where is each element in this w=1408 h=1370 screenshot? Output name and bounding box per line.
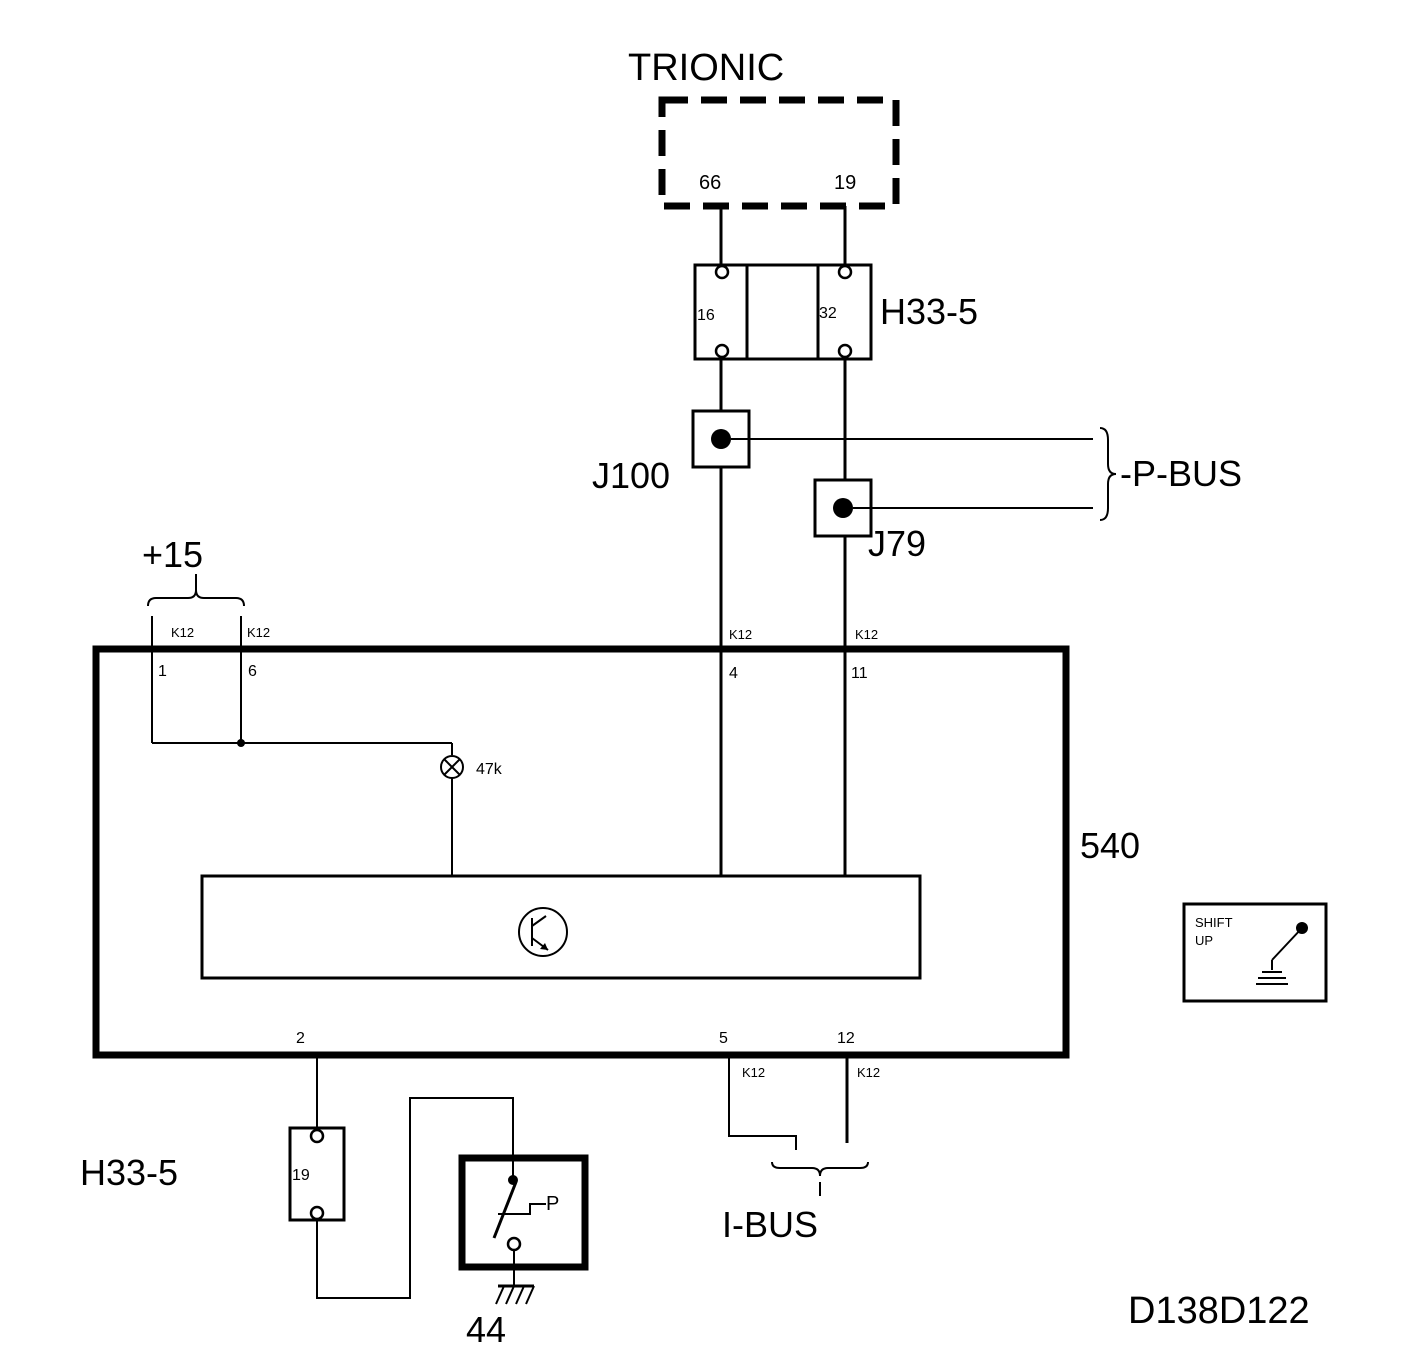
connector-h33-5-top: 16 32 H33-5 bbox=[693, 206, 978, 361]
connector-h33-5-bottom-body bbox=[288, 1126, 346, 1222]
splice-j79-label: J79 bbox=[868, 523, 926, 564]
transistor-icon bbox=[518, 907, 568, 957]
switch-p-label: P bbox=[546, 1193, 559, 1215]
connector-h33-5-bottom-label: H33-5 bbox=[80, 1152, 178, 1193]
supply-brace-shape bbox=[147, 589, 245, 607]
module-540: 540 K12 K12 K12 K12 1 6 4 11 47k 2 bbox=[92, 616, 1140, 1059]
electronics-block bbox=[200, 874, 922, 980]
ground-label: 44 bbox=[466, 1309, 506, 1350]
k12-label-pin5: K12 bbox=[742, 1065, 765, 1080]
pin-socket-16-bottom bbox=[714, 343, 730, 359]
pin-label-11: 11 bbox=[851, 665, 868, 682]
splice-j100: J100 bbox=[592, 409, 1093, 496]
module-540-outline bbox=[92, 645, 1070, 1059]
pin-socket-32-bottom bbox=[837, 343, 853, 359]
pin-socket-16-top bbox=[714, 264, 730, 280]
k12-label-pin11: K12 bbox=[855, 627, 878, 642]
supply-label: +15 bbox=[142, 534, 203, 575]
ibus-group: K12 K12 I-BUS bbox=[722, 1055, 880, 1245]
ibus-label: I-BUS bbox=[722, 1204, 818, 1245]
connector-h33-5-top-label: H33-5 bbox=[880, 291, 978, 332]
ground-hatch-3 bbox=[515, 1285, 525, 1305]
connector-h33-5-bottom: 19 H33-5 bbox=[80, 1055, 514, 1299]
ground-hatch-1 bbox=[495, 1285, 505, 1305]
resistor-label: 47k bbox=[476, 761, 503, 778]
ibus-brace bbox=[771, 1161, 869, 1177]
park-switch: P bbox=[458, 1154, 589, 1286]
splice-j79: J79 bbox=[813, 478, 1093, 564]
trionic-pin-19: 19 bbox=[834, 172, 856, 194]
splice-j100-label: J100 bbox=[592, 455, 670, 496]
module-540-label: 540 bbox=[1080, 825, 1140, 866]
pin-label-6: 6 bbox=[248, 663, 257, 680]
trionic-unit: TRIONIC 66 19 bbox=[628, 47, 900, 210]
switch-contact bbox=[498, 1203, 546, 1215]
switch-lever bbox=[492, 1181, 518, 1239]
shift-up-indicator: SHIFT UP bbox=[1182, 902, 1328, 1003]
pin-label-1: 1 bbox=[158, 663, 167, 680]
shift-up-indicator-box bbox=[1182, 902, 1328, 1003]
k12-label-pin6: K12 bbox=[247, 625, 270, 640]
trionic-title: TRIONIC bbox=[628, 47, 784, 89]
ground-icon: 44 bbox=[466, 1284, 535, 1350]
connector-pin-16: 16 bbox=[697, 307, 715, 324]
pin-socket-19-top bbox=[309, 1128, 325, 1144]
pbus-brace-shape bbox=[1099, 427, 1117, 521]
switch-housing bbox=[458, 1154, 589, 1271]
pin-label-5: 5 bbox=[719, 1030, 728, 1047]
pin-socket-19-bottom bbox=[309, 1205, 325, 1221]
pin-label-2: 2 bbox=[296, 1030, 305, 1047]
gear-lever-stick bbox=[1271, 927, 1303, 961]
pin-label-4: 4 bbox=[729, 665, 738, 682]
wire-pin-5 bbox=[728, 1055, 797, 1150]
connector-bottom-pin-19: 19 bbox=[292, 1167, 310, 1184]
transistor-arrow bbox=[540, 943, 548, 950]
gear-lever-icon bbox=[1256, 922, 1308, 985]
pin-socket-32-top bbox=[837, 264, 853, 280]
splice-j79-dot bbox=[833, 498, 853, 518]
wire-to-switch bbox=[316, 1097, 514, 1299]
transistor-circle bbox=[518, 907, 568, 957]
connector-pin-32: 32 bbox=[819, 305, 837, 322]
lamp-cross-b bbox=[443, 758, 461, 776]
pbus-label: -P-BUS bbox=[1120, 453, 1242, 494]
pin-label-12: 12 bbox=[837, 1030, 855, 1047]
ground-hatch-4 bbox=[525, 1285, 535, 1305]
k12-label-pin1: K12 bbox=[171, 625, 194, 640]
ground-hatch-2 bbox=[505, 1285, 515, 1305]
shift-up-line2: UP bbox=[1195, 933, 1213, 948]
pbus-brace: -P-BUS bbox=[1099, 427, 1242, 521]
drawing-id: D138D122 bbox=[1128, 1290, 1310, 1332]
trionic-outline bbox=[658, 96, 900, 210]
connector-h33-5-top-body bbox=[693, 263, 873, 361]
trionic-pin-66: 66 bbox=[699, 172, 721, 194]
junction-pin-6 bbox=[237, 739, 245, 747]
switch-terminal bbox=[506, 1236, 522, 1252]
supply-brace: +15 bbox=[142, 534, 245, 607]
transistor-collector bbox=[531, 915, 547, 927]
shift-up-line1: SHIFT bbox=[1195, 915, 1233, 930]
k12-label-pin12: K12 bbox=[857, 1065, 880, 1080]
splice-j100-dot bbox=[711, 429, 731, 449]
k12-label-pin4: K12 bbox=[729, 627, 752, 642]
